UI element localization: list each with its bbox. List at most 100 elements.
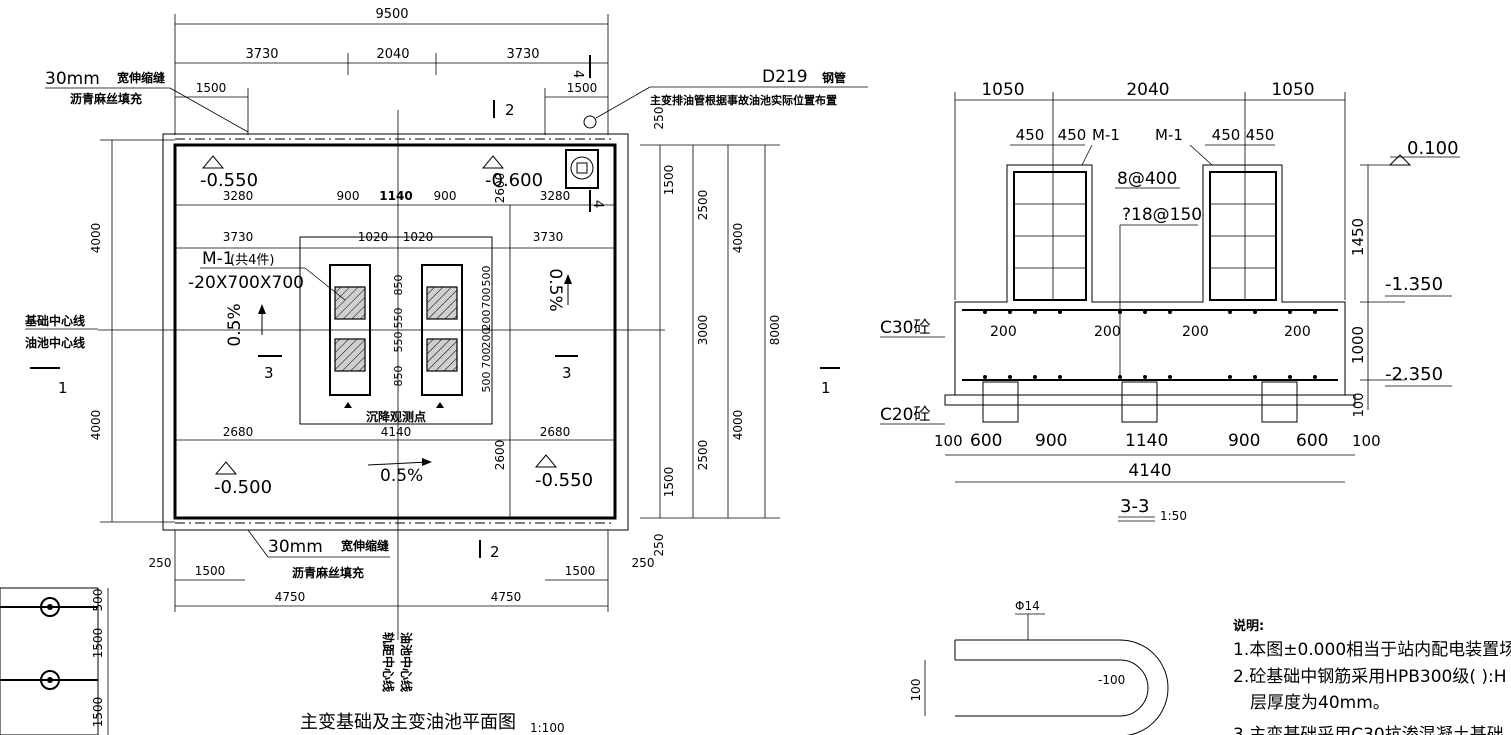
plan-dim-550-a: 550 xyxy=(392,308,405,329)
plan-dim-200-a: 200 xyxy=(480,310,493,331)
plan-dim-200-b: 200 xyxy=(480,328,493,349)
plan-dim-2500-upper: 2500 xyxy=(696,190,710,221)
plan-dim-3730-inner-right: 3730 xyxy=(533,230,564,244)
plan-joint-bottom-size: 30mm xyxy=(268,537,323,557)
plan-dim-2500-lower: 2500 xyxy=(696,440,710,471)
sec-dim-450-a: 450 xyxy=(1016,126,1045,144)
sec-dim-4140: 4140 xyxy=(1128,461,1171,481)
plan-section-2-bottom-num: 2 xyxy=(490,543,500,561)
plan-dim-250-right-top: 250 xyxy=(652,107,666,130)
plan-dim-2600-top: 2600 xyxy=(493,173,507,204)
strip-dim-500: 500 xyxy=(91,589,105,612)
plan-dim-550-b: 550 xyxy=(392,332,405,353)
sec-dim-900-left: 900 xyxy=(1035,431,1067,451)
plan-elev-0550-bottom: -0.550 xyxy=(535,470,593,491)
plan-joint-top-size: 30mm xyxy=(45,69,100,89)
plan-dim-250-bottom-right: 250 xyxy=(632,556,655,570)
sec-rebar-18at150: ?18@150 xyxy=(1122,205,1202,225)
plan-m1-label: M-1 xyxy=(202,249,234,269)
sec-m1-right: M-1 xyxy=(1155,126,1183,144)
sec-dim-900-right: 900 xyxy=(1228,431,1260,451)
plan-dim-1500-left: 1500 xyxy=(196,81,227,95)
sec-dim-450-c: 450 xyxy=(1212,126,1241,144)
sec-piles xyxy=(982,381,1298,423)
plan-dim-500-top: 500 xyxy=(480,266,493,287)
ubar-dim-inner: -100 xyxy=(1098,673,1125,687)
plan-dim-500-bottom: 500 xyxy=(480,372,493,393)
plan-inner-dimensions: 3280 3280 900 1140 900 3730 1020 1020 37… xyxy=(223,173,571,471)
plan-dim-4750-left: 4750 xyxy=(275,590,306,604)
plan-joint-top-kind: 宽伸缩缝 xyxy=(116,70,165,85)
plan-dim-8000: 8000 xyxy=(768,315,782,346)
plan-dim-4000-left-upper: 4000 xyxy=(89,223,103,254)
sec-rebar-dots xyxy=(983,310,1317,379)
plan-title: 主变基础及主变油池平面图 xyxy=(300,712,516,733)
plan-dim-250-bottom-left: 250 xyxy=(149,556,172,570)
plan-rail-center: 轨距中心线 xyxy=(381,632,396,692)
plan-joint-bottom-fill: 沥青麻丝填充 xyxy=(292,565,364,580)
plan-dim-4000-upper: 4000 xyxy=(731,223,745,254)
notes-heading: 说明: xyxy=(1233,618,1264,634)
plan-settle-point: 沉降观测点 xyxy=(366,409,426,424)
plan-dim-850-top: 850 xyxy=(392,275,405,296)
plan-right-dimensions: 8000 4000 4000 2500 3000 2500 1500 1500 … xyxy=(640,107,782,556)
strip-dim-1500-b: 1500 xyxy=(91,697,105,728)
notes: 说明: 1.本图±0.000相当于站内配电装置场地 2.砼基础中钢筋采用HPB3… xyxy=(1233,618,1511,735)
plan-dim-2040: 2040 xyxy=(376,47,409,62)
plan-dim-1140: 1140 xyxy=(379,189,412,203)
strip-dim-1500-a: 1500 xyxy=(91,628,105,659)
notes-line2: 2.砼基础中钢筋采用HPB300级( ):H xyxy=(1233,667,1507,687)
plan-dim-900-a: 900 xyxy=(337,189,360,203)
plan-scale: 1:100 xyxy=(530,721,565,735)
plan-dim-2680-right: 2680 xyxy=(540,425,571,439)
sec-c20: C20砼 xyxy=(880,405,931,425)
sec-dim-100-left: 100 xyxy=(934,432,963,450)
sec-elev-0100: 0.100 xyxy=(1407,138,1459,159)
plan-bottom-dimensions: 1500 1500 250 250 4750 4750 xyxy=(149,530,655,612)
sec-c30: C30砼 xyxy=(880,318,931,338)
sec-dim-1140: 1140 xyxy=(1125,431,1168,451)
plan-dim-900-b: 900 xyxy=(434,189,457,203)
plan-dim-3730-right: 3730 xyxy=(506,47,539,62)
plan-center-line-oilpool: 油池中心线 xyxy=(25,335,85,350)
sec-bottom-dimensions: 100 600 900 1140 900 600 100 4140 xyxy=(934,431,1381,483)
sec-elev-1350: -1.350 xyxy=(1385,274,1443,295)
plan-dim-1500-bottom-left: 1500 xyxy=(195,564,226,578)
plan-top-dimensions: 9500 3730 2040 3730 1500 1500 xyxy=(174,7,609,135)
plan-dim-3000: 3000 xyxy=(696,315,710,346)
notes-line1: 1.本图±0.000相当于站内配电装置场地 xyxy=(1233,640,1511,660)
sec-scale: 1:50 xyxy=(1160,509,1187,523)
plan-oil-center: 油池中心线 xyxy=(399,632,414,692)
sec-dim-2040: 2040 xyxy=(1126,80,1169,100)
ubar-dim-100: 100 xyxy=(909,679,923,702)
plan-section-3-left-num: 3 xyxy=(264,364,274,382)
plan-section-4-bottom-num: 4 xyxy=(590,200,605,208)
u-bar-detail: Φ14 100 -100 xyxy=(909,599,1169,735)
sec-dim-100-right: 100 xyxy=(1352,432,1381,450)
sec-dim-200-b: 200 xyxy=(1094,324,1121,340)
sec-elev-2350: -2.350 xyxy=(1385,364,1443,385)
plan-pipe-note: 主变排油管根据事故油池实际位置布置 xyxy=(650,93,837,107)
sec-dim-1000: 1000 xyxy=(1349,326,1367,364)
plan-section-1-left-num: 1 xyxy=(58,379,68,397)
plan-dim-1020-a: 1020 xyxy=(358,230,389,244)
plan-view: 9500 3730 2040 3730 1500 1500 xyxy=(24,7,868,735)
plan-joint-top-fill: 沥青麻丝填充 xyxy=(70,91,142,106)
plan-dim-3280-right: 3280 xyxy=(540,189,571,203)
sec-title: 3-3 xyxy=(1120,496,1149,517)
sec-dim-200-a: 200 xyxy=(990,324,1017,340)
sec-dim-450-b: 450 xyxy=(1058,126,1087,144)
plan-dim-3280-left: 3280 xyxy=(223,189,254,203)
plan-dim-4750-right: 4750 xyxy=(491,590,522,604)
plan-section-4-top-num: 4 xyxy=(570,70,585,78)
sec-dim-100-vert: 100 xyxy=(1352,393,1367,418)
section-3-3: 1050 2040 1050 450 450 450 450 M-1 M-1 xyxy=(880,80,1460,523)
plan-dim-4000-left-lower: 4000 xyxy=(89,410,103,441)
plan-elev-0600: -0.600 xyxy=(485,170,543,191)
plan-dim-total: 9500 xyxy=(375,7,408,22)
plan-joint-bottom-kind: 宽伸缩缝 xyxy=(340,538,389,553)
plan-elev-0500: -0.500 xyxy=(214,477,272,498)
notes-line3: 层厚度为40mm。 xyxy=(1250,693,1390,713)
plan-dim-4000-lower: 4000 xyxy=(731,410,745,441)
plan-left-dimensions: 4000 4000 xyxy=(89,139,175,523)
